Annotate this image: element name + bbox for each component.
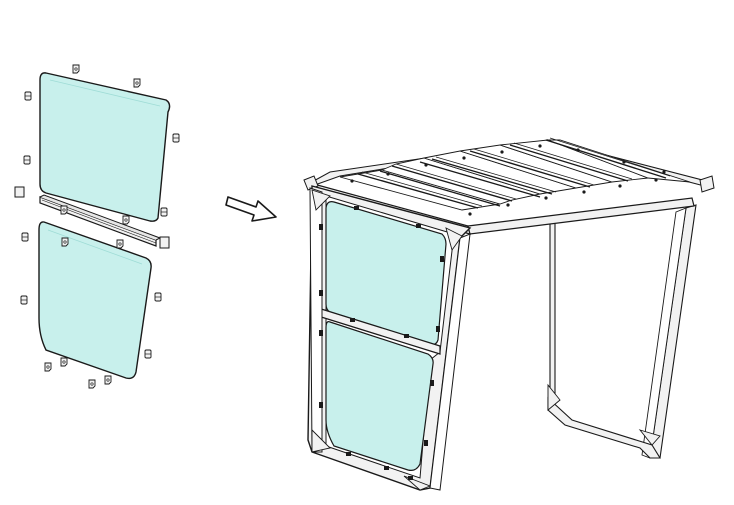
exploded-view — [14, 64, 180, 389]
assembled-clips — [319, 206, 444, 480]
assembly-arrow — [225, 196, 277, 222]
bar-end-cap-left — [14, 186, 25, 198]
glass-reflection — [47, 229, 143, 265]
upper-glass-panel — [39, 72, 171, 222]
assembled-lower-glass — [325, 321, 434, 471]
bar-end-cap-right — [159, 236, 170, 249]
assembled-frame — [303, 137, 715, 491]
center-mounting-bar — [39, 194, 162, 247]
rear-frame — [547, 204, 697, 459]
front-door-frame — [307, 185, 472, 491]
roof-structure — [303, 137, 715, 235]
lower-glass-panel — [38, 221, 152, 380]
roof-fasteners — [350, 144, 666, 216]
roof-bracket — [699, 175, 715, 193]
roof-ribs — [357, 139, 667, 209]
glass-reflection — [49, 79, 161, 107]
